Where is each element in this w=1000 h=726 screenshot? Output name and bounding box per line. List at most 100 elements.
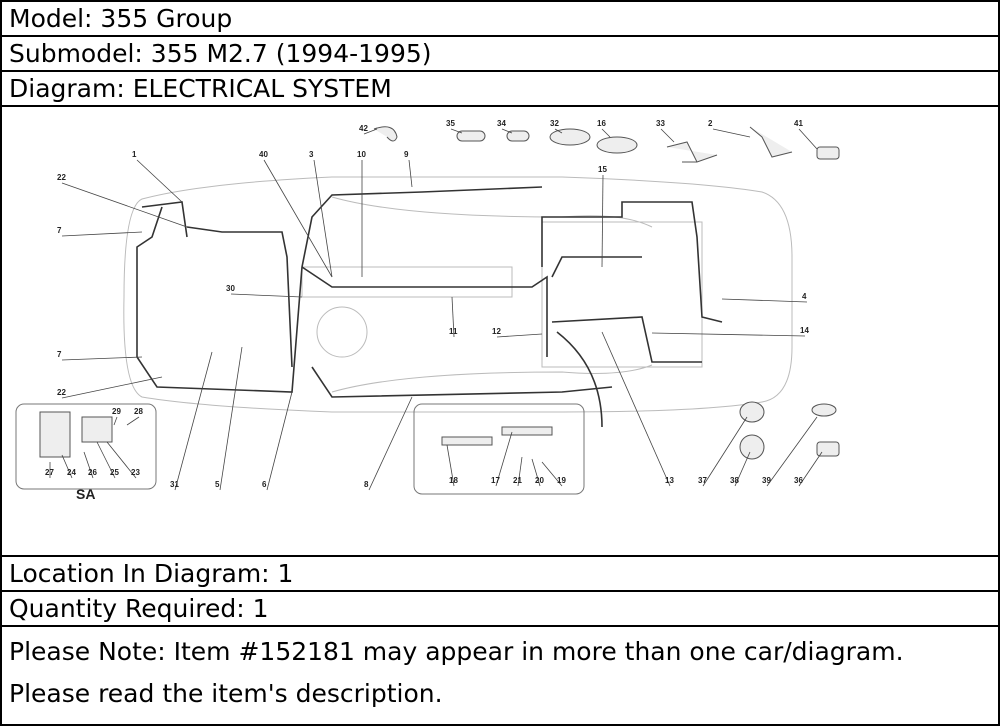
callout-label: 17 [491,476,500,485]
callout-label: 7 [57,226,62,235]
callout-leader-line [446,444,455,487]
callout-leader-line [798,451,823,487]
callout-label: 9 [404,150,409,159]
callout-label: 42 [359,124,368,133]
callout-leader-line [734,451,751,487]
callout-leader-line [219,346,243,491]
callout-leader-line [363,128,378,135]
callout-label: 23 [131,468,140,477]
wiring-harness [136,186,723,428]
callout-label: 41 [794,119,803,128]
callout-label: 30 [226,284,235,293]
callout-leader-line [61,376,163,399]
callout-leader-line [61,231,143,237]
callout-leader-line [660,128,675,143]
callout-leaders [49,128,823,491]
callout-leader-line [517,456,523,487]
callout-leader-line [541,461,563,487]
callout-label: 13 [665,476,674,485]
callout-label: 10 [357,150,366,159]
callout-leader-line [601,128,611,138]
callout-leader-line [61,182,188,228]
callout-label: 18 [449,476,458,485]
callout-label: 2 [708,119,713,128]
diagram-title-row: Diagram: ELECTRICAL SYSTEM [2,72,998,107]
callout-leader-line [106,441,137,479]
callout-label: 34 [497,119,506,128]
callout-label: 32 [550,119,559,128]
callout-leader-line [263,159,333,278]
callout-leader-line [61,356,143,361]
callout-label: 6 [262,480,267,489]
callout-label: 5 [215,480,220,489]
callout-label: 31 [170,480,179,489]
part-icons [39,126,840,460]
callout-leader-line [496,333,543,338]
submodel-row: Submodel: 355 M2.7 (1994-1995) [2,37,998,72]
callout-label: 15 [598,165,607,174]
model-row: Model: 355 Group [2,2,998,37]
callout-label: 12 [492,327,501,336]
callout-label: 22 [57,173,66,182]
callout-label: 24 [67,468,76,477]
callout-label: 3 [309,150,314,159]
callout-leader-line [798,128,818,150]
callout-leader-line [766,416,818,487]
callout-leader-line [313,159,333,278]
callout-leader-line [554,128,563,134]
quantity-row: Quantity Required: 1 [2,592,998,627]
callout-label: 29 [112,407,121,416]
callout-leader-line [601,331,671,487]
callout-label: 21 [513,476,522,485]
callout-leader-line [501,128,513,134]
callout-leader-line [126,416,140,426]
callout-label: 33 [656,119,665,128]
callout-label: 16 [597,119,606,128]
callout-leader-line [266,391,293,491]
callout-label: 20 [535,476,544,485]
callout-label: 28 [134,407,143,416]
callout-leader-line [601,174,604,268]
callout-leader-line [531,458,541,487]
callout-label: 19 [557,476,566,485]
callout-leader-line [83,451,94,479]
callout-leader-line [136,159,183,203]
callout-leader-line [368,396,413,491]
callout-label: 22 [57,388,66,397]
callout-label: 37 [698,476,707,485]
callout-label: 38 [730,476,739,485]
callout-label: 11 [449,327,458,336]
callout-leader-line [721,298,808,303]
callout-label: 8 [364,480,369,489]
callout-leader-line [174,351,213,491]
callout-label: 1 [132,150,137,159]
callout-label: 40 [259,150,268,159]
callout-leader-line [450,128,463,134]
callout-leader-line [495,431,513,487]
location-row: Location In Diagram: 1 [2,557,998,592]
callout-label: 36 [794,476,803,485]
callout-leader-line [651,332,806,337]
callout-leader-line [451,296,455,338]
inset-label-sa: SA [76,486,95,502]
callout-leader-line [712,128,751,138]
callout-leader-line [702,416,748,487]
callout-label: 14 [800,326,809,335]
callout-leader-line [113,416,118,426]
callout-label: 25 [110,468,119,477]
callout-leader-line [230,293,303,298]
note-row: Please Note: Item #152181 may appear in … [9,637,904,708]
callout-label: 39 [762,476,771,485]
callout-leader-line [96,441,116,479]
car-body-outline [15,176,793,495]
callout-label: 7 [57,350,62,359]
callout-label: 4 [802,292,807,301]
callout-label: 26 [88,468,97,477]
callout-label: 27 [45,468,54,477]
callout-label: 35 [446,119,455,128]
callout-leader-line [61,454,73,479]
